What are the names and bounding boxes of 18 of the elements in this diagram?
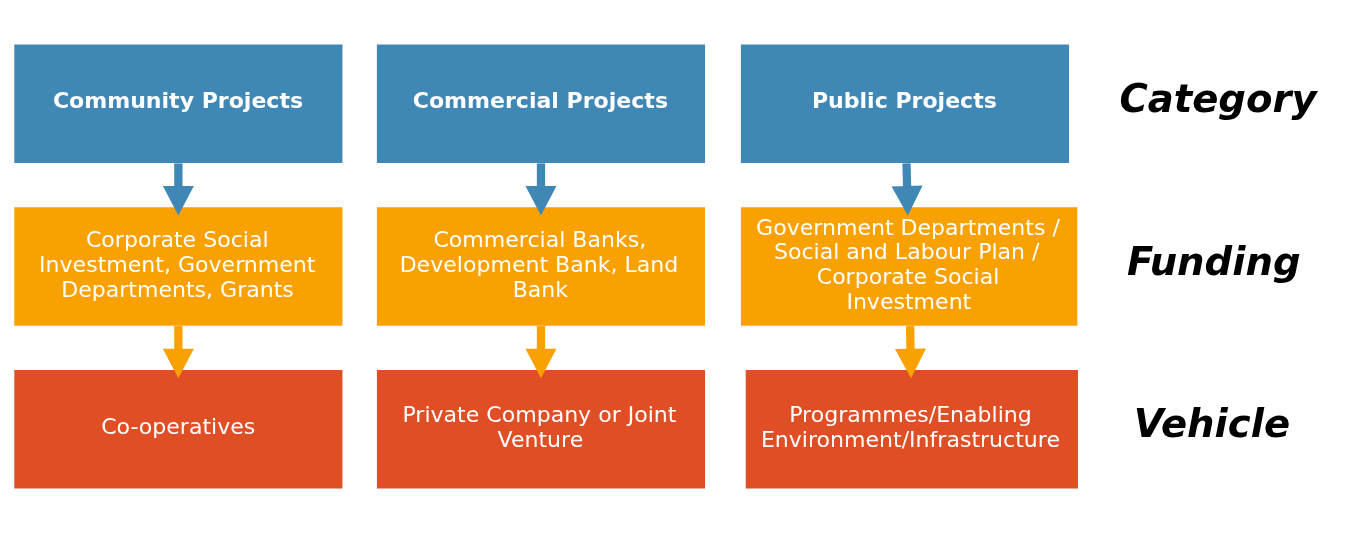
node-box: Commercial Banks, Development Bank, Land Bank [376, 207, 706, 326]
node-box: Public Projects [740, 44, 1070, 164]
label: Category [1119, 75, 1317, 121]
arrow [525, 163, 557, 216]
node-box: Commercial Projects [376, 44, 706, 164]
node-box: Private Company or Joint Venture [376, 369, 706, 489]
node-box: Co-operatives [14, 369, 343, 489]
node-box: Government Departments / Social and Labour Plan / Corporate Social Investment [740, 207, 1078, 326]
arrow [162, 326, 194, 379]
label: Funding [1126, 238, 1301, 284]
arrow [891, 163, 923, 216]
arrow [162, 163, 194, 216]
arrow [525, 326, 557, 379]
node-box: Corporate Social Investment, Government Departments, Grants [14, 207, 343, 326]
arrow [894, 326, 927, 379]
node-box: Community Projects [14, 44, 343, 164]
node-box: Programmes/Enabling Environment/Infrastructure [745, 369, 1078, 489]
label: Vehicle [1133, 401, 1291, 447]
